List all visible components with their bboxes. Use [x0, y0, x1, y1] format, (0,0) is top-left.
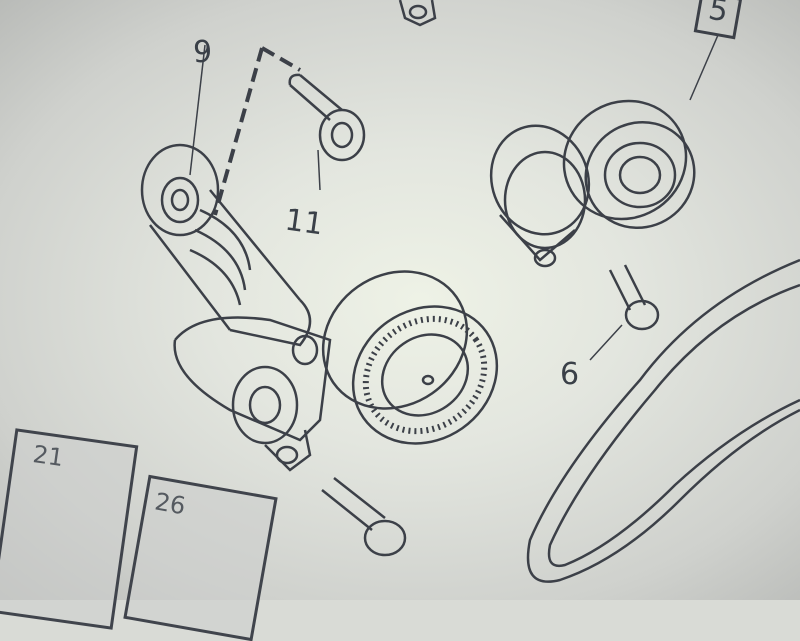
thumbnail-26-label: 26	[152, 487, 188, 521]
idler-pulley-large[interactable]	[296, 244, 523, 472]
drive-belt	[526, 258, 800, 583]
callout-6[interactable]: 6	[560, 357, 580, 392]
parts-drawing	[140, 0, 800, 583]
thumbnail-26[interactable]: 26	[123, 474, 278, 641]
callout-9[interactable]: 9	[193, 35, 213, 70]
bolt-bottom[interactable]	[321, 477, 407, 557]
callout-5-box[interactable]: 5	[693, 0, 743, 40]
callout-5: 5	[705, 0, 731, 30]
tensioner-9[interactable]	[140, 44, 332, 472]
bolt-6[interactable]	[589, 264, 660, 361]
callout-11[interactable]: 11	[282, 202, 326, 243]
dashed-leader	[213, 46, 302, 216]
tensioner-pulley-5[interactable]	[476, 34, 719, 268]
thumbnail-21-label: 21	[31, 440, 66, 473]
bolt-11[interactable]	[288, 73, 366, 191]
nut-top	[398, 0, 437, 27]
